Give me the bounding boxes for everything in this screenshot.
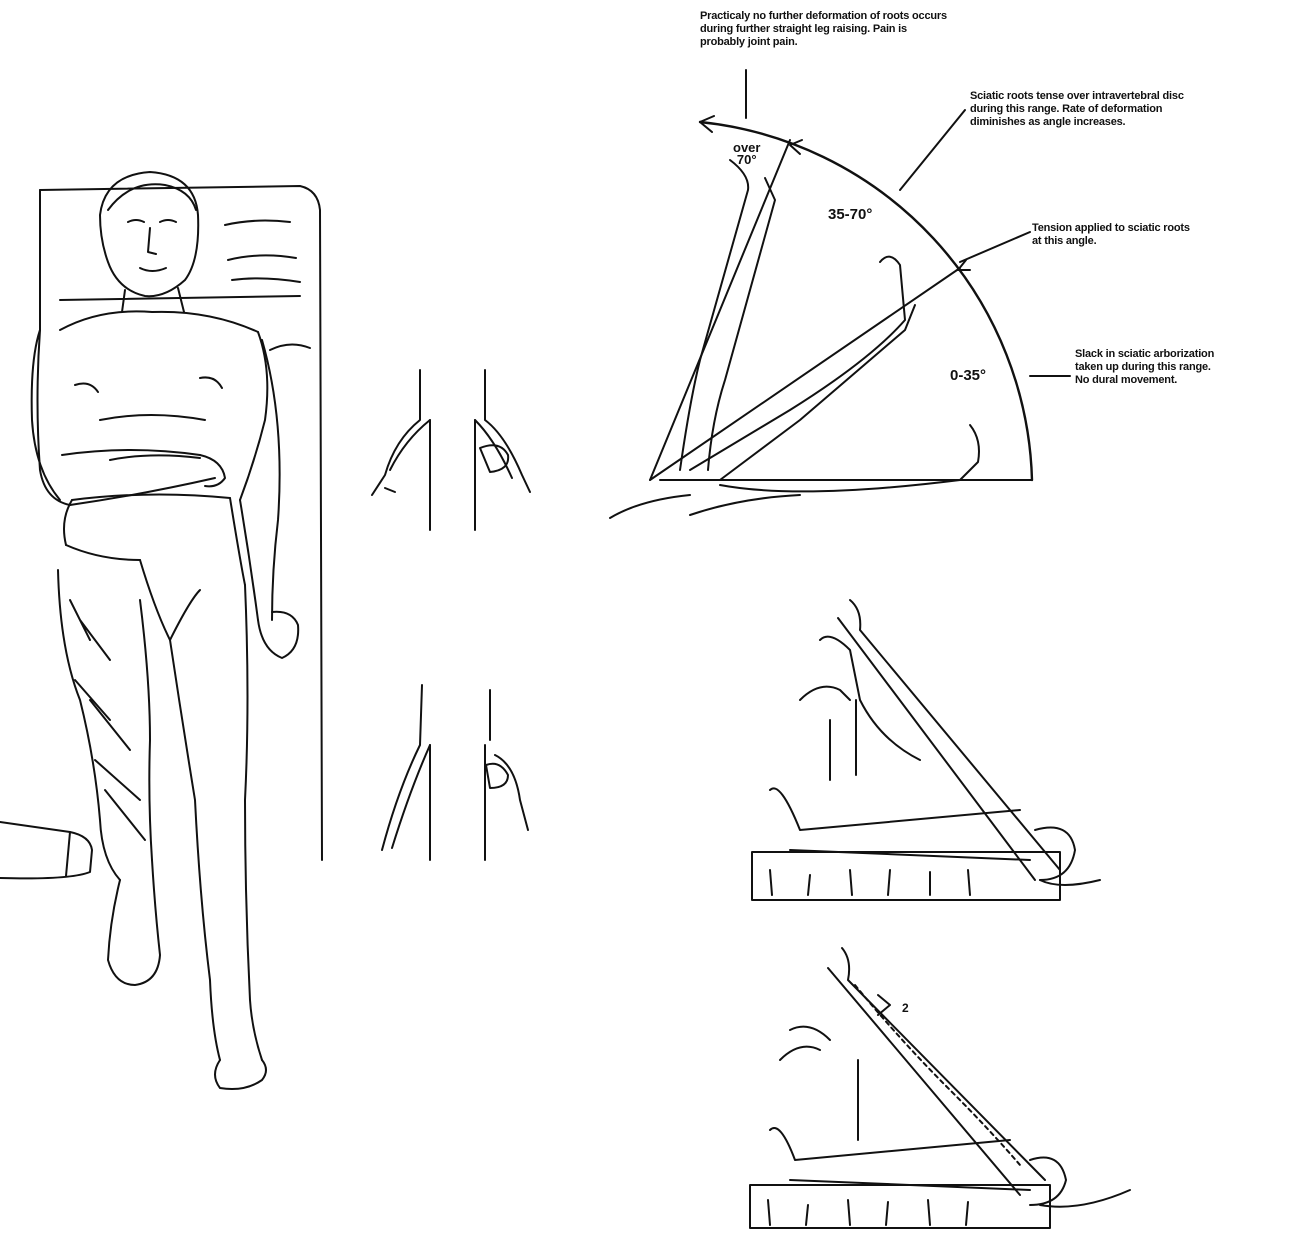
nerve-root-sketch-icon bbox=[372, 370, 530, 860]
note-slack-line2: taken up during this range. bbox=[1075, 361, 1214, 374]
examiner-hand-sketch-icon bbox=[750, 948, 1130, 1228]
note-joint-pain: Practicaly no further deformation of roo… bbox=[700, 10, 947, 49]
note-tension-applied-line2: at this angle. bbox=[1032, 235, 1190, 248]
angle-label-mid: 35-70° bbox=[828, 206, 872, 223]
note-sciatic-tense-line3: diminishes as angle increases. bbox=[970, 116, 1184, 129]
note-joint-pain-line3: probably joint pain. bbox=[700, 36, 947, 49]
angle-label-low: 0-35° bbox=[950, 367, 986, 384]
angle-label-over: over 70° bbox=[733, 142, 760, 166]
note-sciatic-tense-line2: during this range. Rate of deformation bbox=[970, 103, 1184, 116]
arrow-number-label: 2 bbox=[902, 1001, 909, 1015]
note-sciatic-tense: Sciatic roots tense over intravertebral … bbox=[970, 90, 1184, 129]
examiner-hand-sketch-icon bbox=[752, 600, 1100, 900]
patient-figure-icon bbox=[0, 172, 322, 1089]
angle-label-over-line2: 70° bbox=[733, 154, 760, 166]
note-tension-applied: Tension applied to sciatic roots at this… bbox=[1032, 222, 1190, 248]
note-tension-applied-line1: Tension applied to sciatic roots bbox=[1032, 222, 1190, 235]
leg-raise-sketch-icon bbox=[610, 70, 1070, 518]
note-sciatic-tense-line1: Sciatic roots tense over intravertebral … bbox=[970, 90, 1184, 103]
note-slack-line3: No dural movement. bbox=[1075, 374, 1214, 387]
note-joint-pain-line2: during further straight leg raising. Pai… bbox=[700, 23, 947, 36]
note-joint-pain-line1: Practicaly no further deformation of roo… bbox=[700, 10, 947, 23]
note-slack: Slack in sciatic arborization taken up d… bbox=[1075, 348, 1214, 387]
note-slack-line1: Slack in sciatic arborization bbox=[1075, 348, 1214, 361]
